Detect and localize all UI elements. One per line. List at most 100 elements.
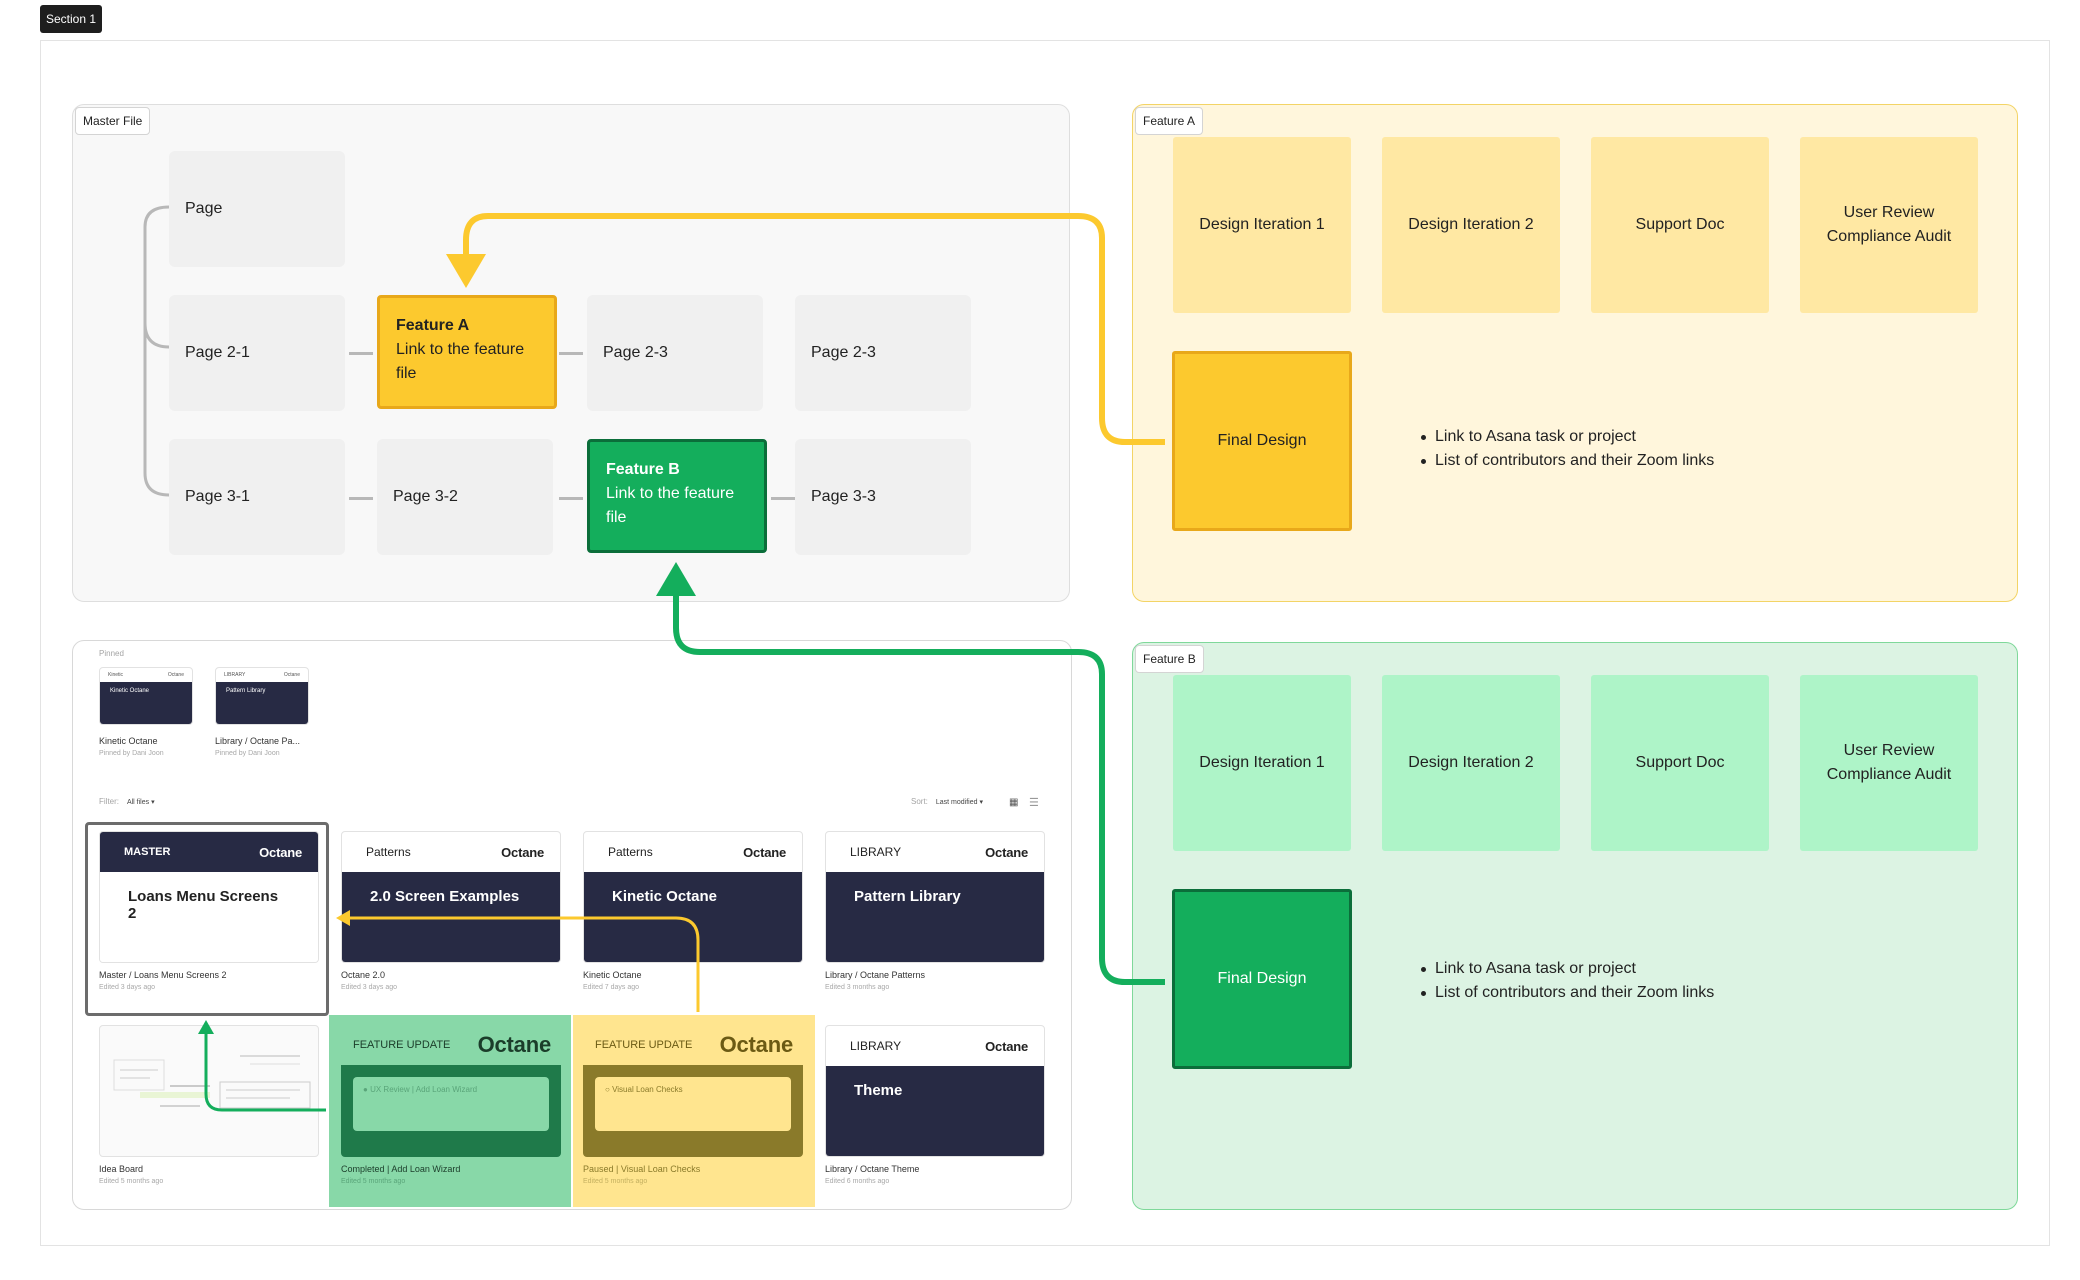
feature-b-title: Feature B bbox=[606, 461, 680, 478]
filter-value: All files ▾ bbox=[126, 799, 155, 806]
idea-board-thumbnail bbox=[113, 1055, 311, 1109]
note-asana: Link to Asana task or project bbox=[1419, 957, 1714, 981]
thumb-header-right: Octane bbox=[283, 672, 300, 678]
page-2-3-b[interactable]: Page 2-3 bbox=[795, 295, 971, 411]
card-body: 2.0 Screen Examples bbox=[342, 872, 560, 962]
user-review-tile[interactable]: User Review Compliance Audit bbox=[1800, 675, 1978, 851]
page-2-1[interactable]: Page 2-1 bbox=[169, 295, 345, 411]
file-sub: Edited 3 days ago bbox=[99, 984, 156, 991]
master-file-label[interactable]: Master File bbox=[75, 107, 151, 135]
card-body: Theme bbox=[826, 1066, 1044, 1156]
final-design-card[interactable]: Final Design bbox=[1172, 889, 1352, 1069]
final-design-card[interactable]: Final Design bbox=[1172, 351, 1352, 531]
card-tag: FEATURE UPDATE bbox=[353, 1039, 451, 1051]
sort-label: Sort: bbox=[911, 797, 928, 806]
design-iteration-2-tile[interactable]: Design Iteration 2 bbox=[1382, 675, 1560, 851]
page-2-3-a[interactable]: Page 2-3 bbox=[587, 295, 763, 411]
page-root-label: Page bbox=[185, 200, 223, 217]
user-review-line1: User Review bbox=[1843, 742, 1935, 759]
page-3-3[interactable]: Page 3-3 bbox=[795, 439, 971, 555]
file-sub: Edited 3 days ago bbox=[341, 984, 398, 991]
feature-a-panel: Feature A Design Iteration 1 Design Iter… bbox=[1132, 104, 2018, 602]
user-review-line1: User Review bbox=[1843, 204, 1935, 221]
file-sub: Edited 5 months ago bbox=[99, 1178, 164, 1185]
octane-logo: Octane bbox=[719, 1032, 794, 1057]
task-chip-label: Visual Loan Checks bbox=[612, 1085, 683, 1094]
feature-a-label[interactable]: Feature A bbox=[1135, 107, 1204, 135]
notes-list: Link to Asana task or project List of co… bbox=[1419, 957, 1714, 1005]
file-card-screen-examples[interactable]: Patterns Octane 2.0 Screen Examples bbox=[341, 831, 561, 963]
page-2-1-label: Page 2-1 bbox=[185, 344, 250, 361]
feature-a-link-card[interactable]: Feature A Link to the feature file bbox=[377, 295, 557, 409]
feature-a-line2: file bbox=[396, 365, 417, 382]
sort-value: Last modified ▾ bbox=[935, 799, 983, 806]
filter-label: Filter: bbox=[99, 797, 119, 806]
octane-logo: Octane bbox=[743, 844, 786, 860]
pinned-label: Pinned bbox=[99, 649, 124, 658]
file-title[interactable]: Idea Board bbox=[99, 1164, 144, 1174]
design-iteration-2-tile[interactable]: Design Iteration 2 bbox=[1382, 137, 1560, 313]
card-tag: FEATURE UPDATE bbox=[595, 1039, 693, 1051]
file-title[interactable]: Octane 2.0 bbox=[341, 970, 386, 980]
section-label[interactable]: Section 1 bbox=[40, 5, 103, 33]
design-iteration-1-tile[interactable]: Design Iteration 1 bbox=[1173, 137, 1351, 313]
user-review-tile[interactable]: User Review Compliance Audit bbox=[1800, 137, 1978, 313]
page-root[interactable]: Page bbox=[169, 151, 345, 267]
note-contributors: List of contributors and their Zoom link… bbox=[1419, 981, 1714, 1005]
octane-logo: Octane bbox=[501, 844, 544, 860]
thumb-header-left: LIBRARY bbox=[224, 672, 246, 678]
thumb-body: Pattern Library bbox=[216, 682, 308, 724]
selected-card-highlight bbox=[85, 822, 329, 1016]
connector bbox=[771, 497, 795, 500]
check-icon: ○ bbox=[605, 1085, 610, 1094]
connector bbox=[559, 352, 583, 355]
feature-a-title: Feature A bbox=[396, 317, 470, 334]
file-card-loans[interactable]: MASTER Octane Loans Menu Screens 2 bbox=[99, 831, 319, 963]
file-title[interactable]: Completed | Add Loan Wizard bbox=[341, 1164, 461, 1174]
feature-b-line2: file bbox=[606, 509, 627, 526]
note-asana: Link to Asana task or project bbox=[1419, 425, 1714, 449]
design-iteration-1-tile[interactable]: Design Iteration 1 bbox=[1173, 675, 1351, 851]
filter-control[interactable]: Filter: All files ▾ bbox=[99, 797, 155, 806]
page-3-1[interactable]: Page 3-1 bbox=[169, 439, 345, 555]
file-title[interactable]: Kinetic Octane bbox=[583, 970, 642, 980]
card-body: Loans Menu Screens 2 bbox=[100, 872, 318, 962]
pinned-title[interactable]: Kinetic Octane bbox=[99, 736, 158, 746]
file-title[interactable]: Library / Octane Theme bbox=[825, 1164, 920, 1174]
support-doc-tile[interactable]: Support Doc bbox=[1591, 137, 1769, 313]
file-title[interactable]: Library / Octane Patterns bbox=[825, 970, 926, 980]
pinned-thumb-library[interactable]: LIBRARY Octane Pattern Library bbox=[215, 667, 309, 725]
notes-list: Link to Asana task or project List of co… bbox=[1419, 425, 1714, 473]
sort-control[interactable]: Sort: Last modified ▾ bbox=[911, 797, 983, 806]
feature-a-line1: Link to the feature bbox=[396, 341, 525, 358]
file-title[interactable]: Paused | Visual Loan Checks bbox=[583, 1164, 701, 1174]
card-body: ● UX Review | Add Loan Wizard bbox=[341, 1065, 561, 1157]
user-review-line2: Compliance Audit bbox=[1826, 228, 1952, 245]
feature-b-line1: Link to the feature bbox=[606, 485, 735, 502]
thumb-header-right: Octane bbox=[167, 672, 184, 678]
card-tag: MASTER bbox=[124, 846, 171, 858]
page-3-2[interactable]: Page 3-2 bbox=[377, 439, 553, 555]
task-chip-label: UX Review | Add Loan Wizard bbox=[370, 1085, 478, 1094]
feature-b-label[interactable]: Feature B bbox=[1135, 645, 1204, 673]
card-tag: Patterns bbox=[366, 845, 411, 859]
feature-b-link-card[interactable]: Feature B Link to the feature file bbox=[587, 439, 767, 553]
task-chip: ● UX Review | Add Loan Wizard bbox=[353, 1077, 549, 1131]
file-card-visual-loan-checks[interactable]: FEATURE UPDATE Octane ○ Visual Loan Check… bbox=[583, 1025, 803, 1157]
list-view-icon[interactable]: ☰ bbox=[1029, 797, 1039, 809]
grid-view-icon[interactable]: ▦ bbox=[1009, 797, 1019, 808]
card-tag: LIBRARY bbox=[850, 1039, 902, 1053]
support-doc-tile[interactable]: Support Doc bbox=[1591, 675, 1769, 851]
file-title[interactable]: Master / Loans Menu Screens 2 bbox=[99, 970, 227, 980]
connector bbox=[349, 352, 373, 355]
pinned-sub: Pinned by Dani Joon bbox=[99, 750, 164, 757]
pinned-title[interactable]: Library / Octane Pa... bbox=[215, 736, 301, 746]
file-card-idea-board[interactable] bbox=[99, 1025, 319, 1157]
octane-logo: Octane bbox=[259, 844, 302, 860]
